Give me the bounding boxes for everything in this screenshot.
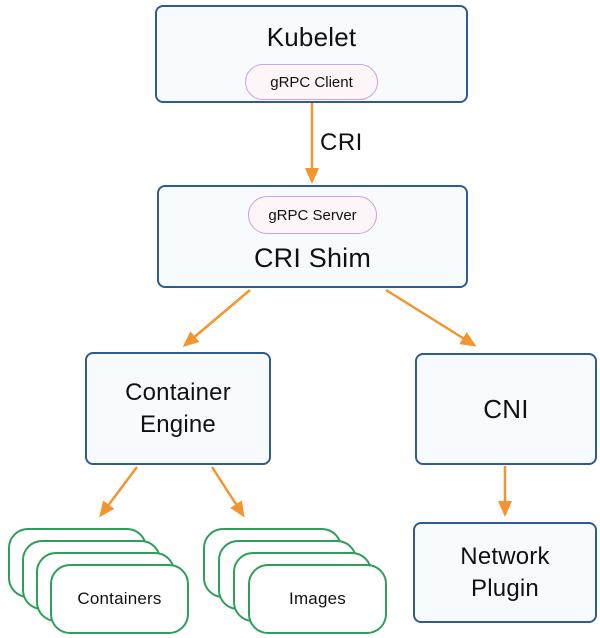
container-engine-box: Container Engine [85, 352, 271, 465]
grpc-server-pill: gRPC Server [248, 196, 377, 234]
cni-box: CNI [415, 353, 597, 465]
kubelet-box: Kubelet gRPC Client [155, 5, 468, 103]
container-engine-label: Container Engine [125, 378, 231, 438]
arrow-crishim-to-cni [385, 288, 477, 347]
arrow-crishim-to-container-engine [182, 289, 251, 347]
containers-card-front: Containers [50, 564, 189, 634]
cni-label: CNI [483, 393, 529, 424]
images-card-front: Images [248, 564, 387, 634]
containers-label: Containers [77, 589, 162, 608]
grpc-client-label: gRPC Client [270, 73, 353, 91]
images-stack: Images [203, 528, 388, 634]
cri-shim-label: CRI Shim [253, 243, 372, 273]
network-plugin-label: Network Plugin [460, 542, 550, 602]
arrow-engine-to-images [210, 466, 245, 518]
cri-edge-label: CRI [320, 129, 363, 156]
cri-shim-box: gRPC Server CRI Shim [157, 185, 468, 288]
kubelet-label: Kubelet [266, 22, 357, 52]
grpc-server-label: gRPC Server [268, 206, 357, 224]
images-label: Images [289, 589, 346, 608]
containers-stack: Containers [8, 528, 189, 634]
grpc-client-pill: gRPC Client [245, 64, 378, 101]
arrow-engine-to-containers [99, 466, 138, 518]
network-plugin-box: Network Plugin [413, 522, 597, 623]
